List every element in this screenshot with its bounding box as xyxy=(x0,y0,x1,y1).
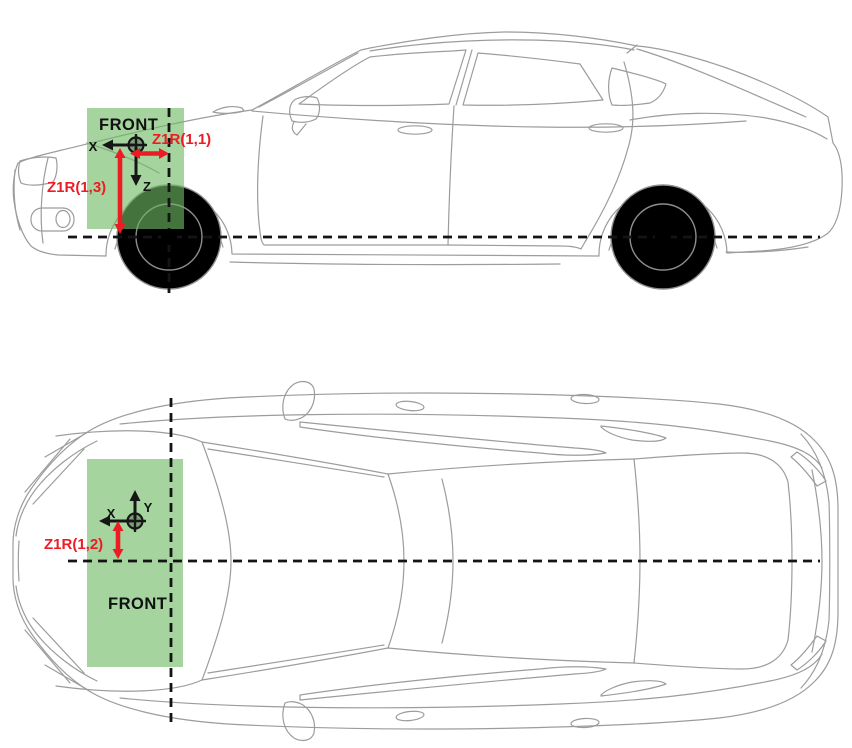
dimension-label-z1r11: Z1R(1,1) xyxy=(152,131,211,148)
y-axis-arrowhead-top xyxy=(129,490,141,501)
top-y-axis-label: Y xyxy=(144,500,153,515)
top-guide-lines xyxy=(68,398,820,727)
x-axis-arrowhead xyxy=(102,139,113,151)
top-origin-axes: X Y xyxy=(99,490,153,532)
top-view: X Y Z1R(1,2) FRONT xyxy=(12,380,839,742)
side-dimension-annotations: Z1R(1,1) Z1R(1,3) xyxy=(47,131,211,234)
side-front-label: FRONT xyxy=(99,116,158,134)
side-guide-lines xyxy=(68,108,820,293)
top-x-axis-label: X xyxy=(107,506,116,521)
top-dimension-annotations: Z1R(1,2) xyxy=(44,521,124,559)
side-mirror xyxy=(289,96,321,136)
origin-cross-lines-top xyxy=(124,510,146,532)
front-wheel-center-dot xyxy=(161,229,177,245)
side-view: X Z Z1R(1,1) Z1R(1,3) FRONT xyxy=(12,31,843,293)
z-axis-arrowhead xyxy=(130,175,142,186)
dimension-label-z1r12: Z1R(1,2) xyxy=(44,536,103,553)
x-axis-arrowhead-top xyxy=(99,515,110,527)
top-front-label: FRONT xyxy=(108,595,167,613)
side-z-axis-label: Z xyxy=(143,179,151,194)
dimension-label-z1r13: Z1R(1,3) xyxy=(47,179,106,196)
rear-wheel-center-dot xyxy=(655,229,671,245)
side-x-axis-label: X xyxy=(89,139,98,154)
